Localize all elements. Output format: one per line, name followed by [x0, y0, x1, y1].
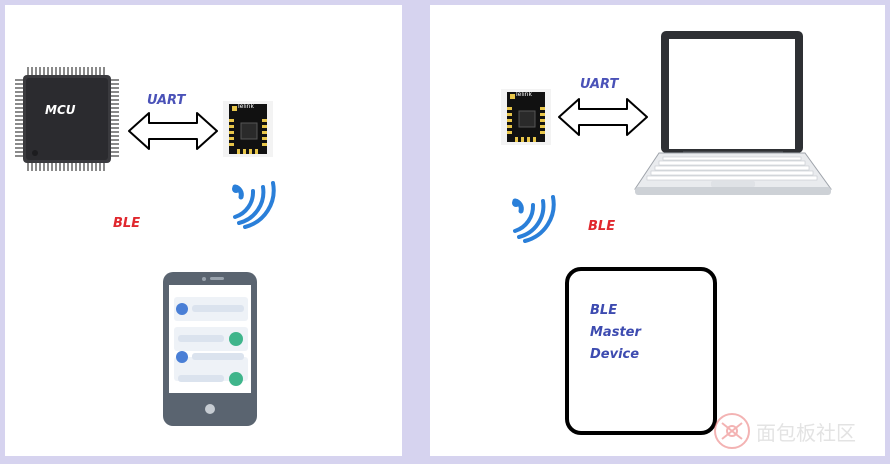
ble-label: BLE [113, 216, 141, 231]
watermark: 面包板社区 [712, 411, 856, 451]
watermark-logo-icon [714, 413, 750, 449]
uart-label: UART [147, 93, 186, 108]
mcu-chip-icon [13, 65, 121, 173]
uart-double-arrow-icon [557, 95, 649, 139]
smartphone-icon [162, 271, 258, 427]
watermark-text: 面包板社区 [756, 420, 856, 445]
master-line-3: Device [590, 347, 640, 362]
left-diagram-panel: MCU UART Telink [5, 5, 402, 456]
telink-ble-module-icon [501, 89, 551, 145]
uart-double-arrow-icon [127, 109, 219, 153]
wireless-signal-icon [511, 191, 559, 243]
master-line-1: BLE [590, 303, 618, 318]
telink-ble-module-icon [223, 101, 273, 157]
module-brand-label: Telink [515, 91, 532, 98]
uart-label: UART [580, 77, 619, 92]
master-line-2: Master [590, 325, 641, 340]
mcu-label: MCU [45, 103, 76, 117]
ble-label: BLE [588, 219, 616, 234]
ble-master-device-box: BLE Master Device [565, 267, 717, 435]
laptop-icon [633, 29, 833, 199]
right-diagram-panel: Telink UART [430, 5, 885, 456]
wireless-signal-icon [231, 177, 279, 229]
module-brand-label: Telink [237, 103, 254, 110]
